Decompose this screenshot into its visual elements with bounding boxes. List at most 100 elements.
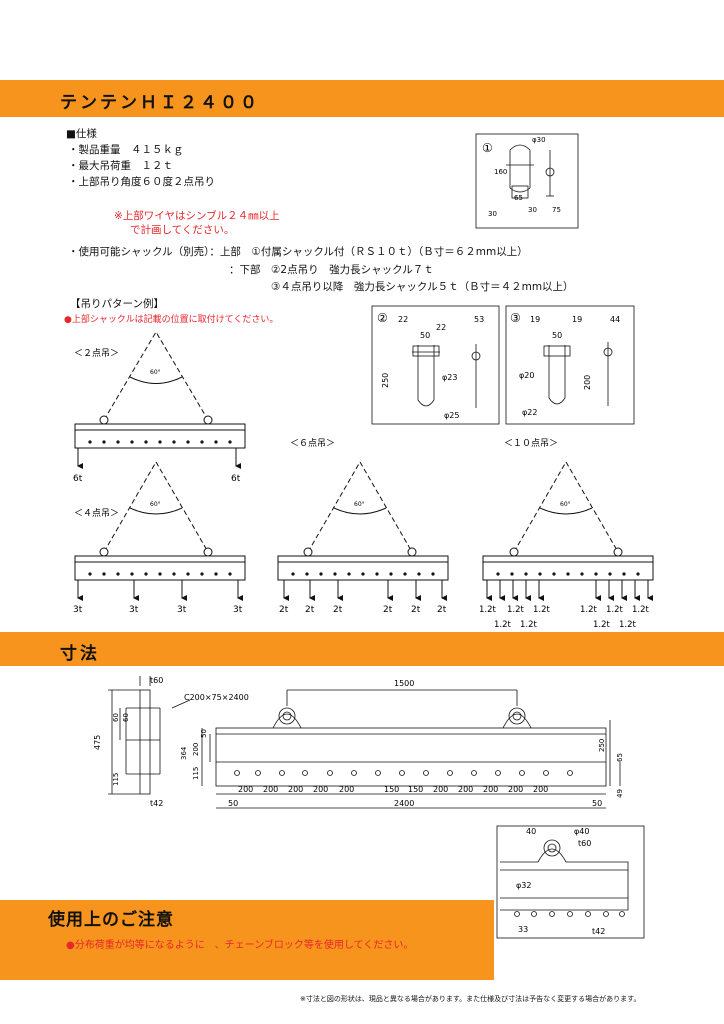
svg-text:1.2t: 1.2t (606, 605, 624, 615)
shackle-3-num: ③ (510, 311, 521, 325)
svg-text:50: 50 (228, 799, 238, 808)
svg-text:65: 65 (616, 753, 624, 762)
svg-text:200: 200 (313, 785, 328, 794)
product-title: テンテンＨＩ２４００ (60, 93, 260, 113)
svg-text:3t: 3t (233, 605, 243, 615)
shackle-2-num: ② (377, 311, 388, 325)
shackle-1-drawing (506, 144, 555, 199)
svg-text:C200×75×2400: C200×75×2400 (184, 693, 249, 702)
svg-text:475: 475 (93, 735, 102, 750)
side-view (108, 676, 191, 795)
svg-text:115: 115 (112, 773, 120, 786)
svg-text:200: 200 (533, 785, 548, 794)
svg-text:φ22: φ22 (522, 408, 537, 417)
svg-text:200: 200 (483, 785, 498, 794)
svg-text:60°: 60° (150, 501, 161, 508)
svg-text:200: 200 (583, 375, 592, 390)
svg-text:50: 50 (420, 331, 430, 340)
svg-text:364: 364 (180, 746, 188, 760)
svg-text:2400: 2400 (394, 799, 414, 808)
svg-text:6t: 6t (73, 474, 83, 484)
spec-max-load: ・最大吊荷重 １２ｔ (68, 160, 173, 172)
pattern-2-label: ＜２点吊＞ (74, 348, 119, 359)
svg-text:2t: 2t (437, 605, 447, 615)
svg-text:φ23: φ23 (442, 373, 457, 382)
front-view (201, 689, 621, 809)
svg-text:19: 19 (572, 315, 582, 324)
detail-drawing (500, 839, 629, 911)
dimensions-band (0, 632, 724, 666)
svg-text:φ32: φ32 (516, 881, 531, 890)
svg-text:2t: 2t (279, 605, 289, 615)
svg-text:1.2t: 1.2t (479, 605, 497, 615)
svg-text:3t: 3t (177, 605, 187, 615)
svg-text:200: 200 (458, 785, 473, 794)
svg-text:t60: t60 (578, 839, 591, 848)
svg-text:200: 200 (192, 743, 200, 756)
svg-text:50: 50 (200, 729, 208, 738)
svg-text:150: 150 (408, 785, 423, 794)
svg-text:1.2t: 1.2t (494, 620, 512, 630)
svg-text:t42: t42 (592, 927, 605, 936)
svg-text:19: 19 (530, 315, 540, 324)
svg-text:2t: 2t (305, 605, 315, 615)
pattern-6-drawing (277, 461, 449, 601)
svg-text:3t: 3t (73, 605, 83, 615)
svg-text:150: 150 (384, 785, 399, 794)
spec-warning-1: ※上部ワイヤはシンブル２４㎜以上 (114, 210, 280, 222)
svg-text:22: 22 (436, 323, 446, 332)
svg-text:50: 50 (552, 331, 562, 340)
lifting-patterns: ＜２点吊＞ 60° 6t 6t ＜４点吊＞ 60° 3t 3t 3t 3t ＜６… (73, 331, 654, 630)
footer-note: ※寸法と図の形状は、現品と異なる場合があります。また仕様及び寸法は予告なく変更す… (300, 995, 641, 1003)
svg-text:1.2t: 1.2t (619, 620, 637, 630)
shackle-2-drawing (412, 344, 481, 408)
caution-text: ●分布荷重が均等になるように 、チェーンブロック等を使用してください。 (66, 940, 414, 951)
svg-text:1500: 1500 (394, 679, 414, 688)
svg-text:2t: 2t (411, 605, 421, 615)
svg-text:40: 40 (526, 827, 536, 836)
spec-shackle-1: ・使用可能シャックル（別売）：上部 ①付属シャックル付（ＲＳ１０ｔ）（Ｂ寸＝６２… (68, 246, 528, 258)
pattern-6-label: ＜６点吊＞ (290, 438, 335, 449)
svg-text:200: 200 (288, 785, 303, 794)
svg-text:t42: t42 (150, 799, 163, 808)
svg-text:200: 200 (339, 785, 354, 794)
svg-text:φ40: φ40 (574, 827, 589, 836)
pattern-10-drawing (482, 461, 654, 601)
dimensions-heading: 寸法 (60, 644, 100, 664)
shackle-2-box (371, 305, 500, 425)
spec-shackle-3: ③４点吊り以降 強力長シャックル５ｔ（Ｂ寸＝４２mm以上） (271, 281, 574, 293)
svg-text:115: 115 (192, 767, 200, 780)
svg-text:t60: t60 (150, 676, 163, 685)
svg-text:49: 49 (616, 789, 624, 798)
svg-text:1.2t: 1.2t (580, 605, 598, 615)
svg-text:60: 60 (122, 713, 130, 722)
shackle-1-box (475, 133, 579, 229)
svg-text:3t: 3t (129, 605, 139, 615)
shackle-1-num: ① (482, 141, 493, 155)
svg-text:200: 200 (508, 785, 523, 794)
svg-text:2t: 2t (383, 605, 393, 615)
svg-text:60: 60 (112, 713, 120, 722)
svg-text:φ30: φ30 (532, 136, 546, 144)
svg-text:1.2t: 1.2t (520, 620, 538, 630)
spec-heading: ■仕様 (66, 128, 97, 140)
pattern-2-drawing (74, 331, 246, 469)
svg-text:53: 53 (474, 315, 484, 324)
detail-box (496, 825, 645, 939)
svg-text:φ20: φ20 (519, 371, 534, 380)
svg-text:200: 200 (263, 785, 278, 794)
svg-text:75: 75 (552, 206, 561, 214)
caution-band (0, 900, 494, 980)
svg-text:250: 250 (598, 739, 606, 752)
pattern-4-drawing (74, 461, 246, 601)
svg-text:33: 33 (518, 925, 528, 934)
pattern-10-label: ＜１０点吊＞ (504, 438, 558, 449)
spec-shackle-2: ：下部 ②2点吊り 強力長シャックル７ｔ (229, 264, 434, 276)
svg-text:60°: 60° (354, 501, 365, 508)
svg-text:50: 50 (592, 799, 602, 808)
shackle-3-drawing (543, 342, 613, 406)
pattern-note: ●上部シャックルは記載の位置に取付けてください。 (64, 315, 279, 325)
svg-text:φ25: φ25 (444, 411, 459, 420)
spec-warning-2: で計画してください。 (130, 224, 235, 236)
